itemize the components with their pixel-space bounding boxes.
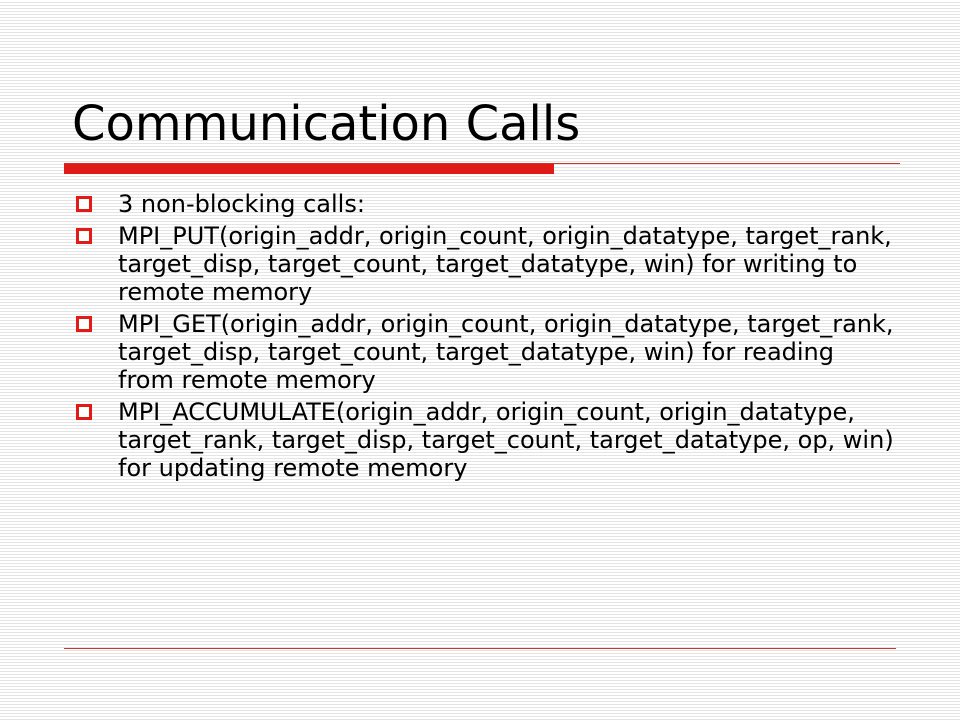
slide-title: Communication Calls xyxy=(72,96,581,152)
bullet-item-mpi-get: MPI_GET(origin_addr, origin_count, origi… xyxy=(76,310,896,394)
hollow-square-icon xyxy=(76,404,92,420)
title-underline-thin xyxy=(64,163,900,164)
bullet-item-non-blocking-calls: 3 non-blocking calls: xyxy=(76,190,896,218)
hollow-square-icon xyxy=(76,228,92,244)
bullet-item-mpi-put: MPI_PUT(origin_addr, origin_count, origi… xyxy=(76,222,896,306)
bullet-item-mpi-accumulate: MPI_ACCUMULATE(origin_addr, origin_count… xyxy=(76,398,896,482)
footer-rule xyxy=(64,648,896,649)
bullet-text: MPI_PUT(origin_addr, origin_count, origi… xyxy=(118,222,892,306)
bullet-text: 3 non-blocking calls: xyxy=(118,190,365,218)
bullet-text: MPI_ACCUMULATE(origin_addr, origin_count… xyxy=(118,398,894,482)
title-underline-accent xyxy=(64,164,554,174)
hollow-square-icon xyxy=(76,316,92,332)
bullet-text: MPI_GET(origin_addr, origin_count, origi… xyxy=(118,310,894,394)
hollow-square-icon xyxy=(76,196,92,212)
bullet-list: 3 non-blocking calls: MPI_PUT(origin_add… xyxy=(76,190,896,486)
